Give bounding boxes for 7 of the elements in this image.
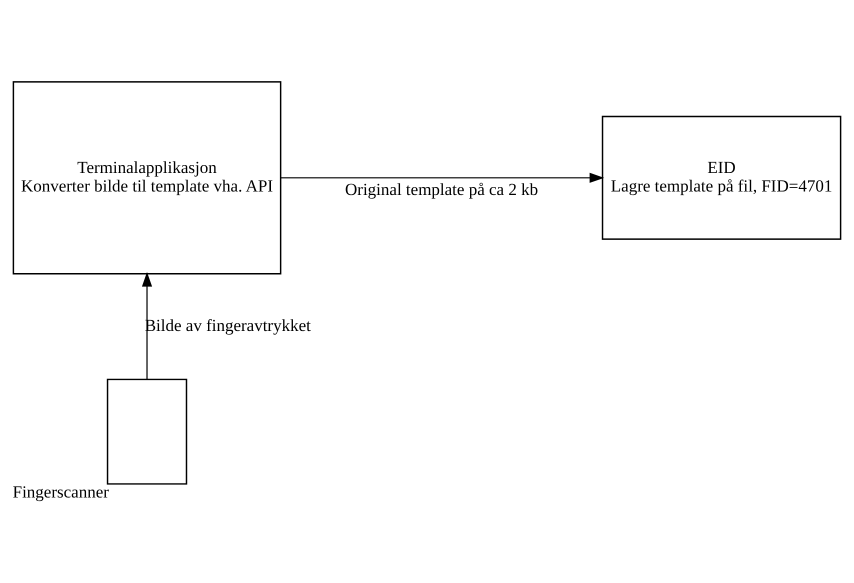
- node-box: EID Lagre template på fil, FID=4701: [602, 115, 842, 240]
- arrow: [142, 272, 152, 379]
- node-label: Fingerscanner: [12, 482, 109, 502]
- node-box: Terminalapplikasjon Konverter bilde til template vha. API: [12, 80, 282, 274]
- arrow: [280, 172, 604, 182]
- edge-label: Original template på ca 2 kb: [345, 180, 538, 199]
- node-box: [106, 378, 188, 484]
